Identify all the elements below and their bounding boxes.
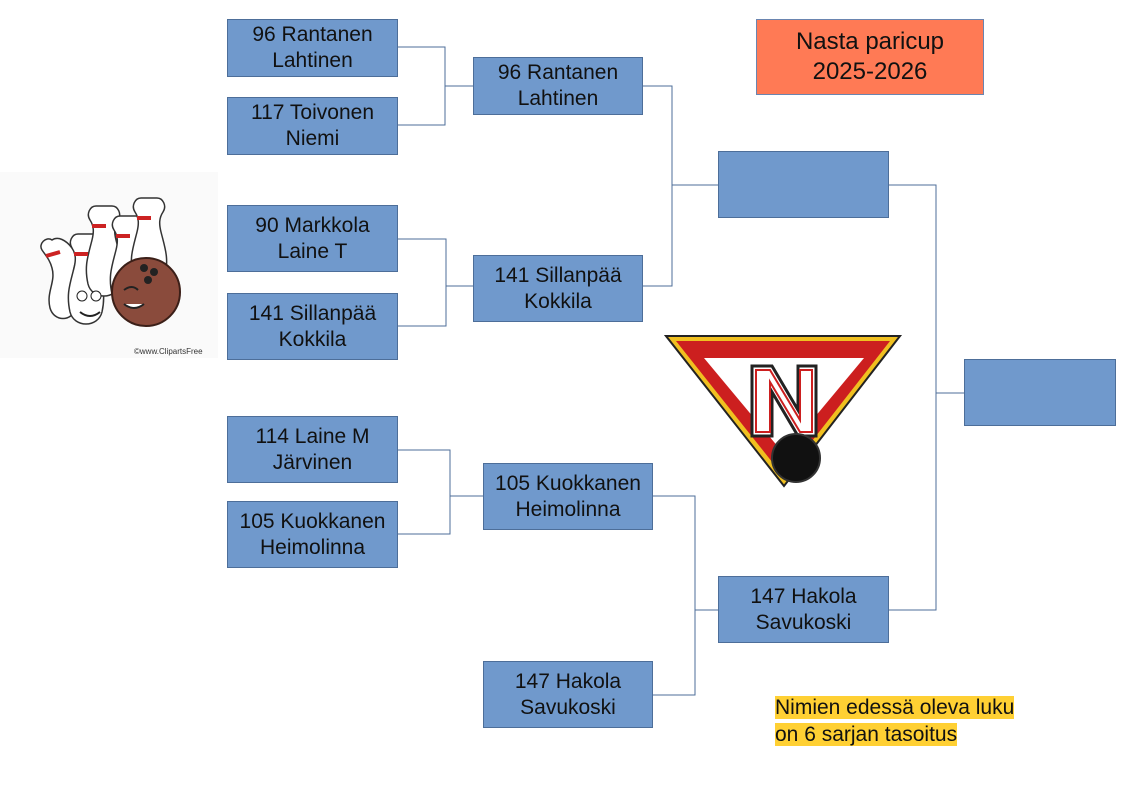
semifinal-match-1	[718, 151, 889, 218]
round2-match-3: 105 Kuokkanen Heimolinna	[483, 463, 653, 530]
team-number-name: 96 Rantanen	[252, 23, 373, 46]
nasta-n-logo-icon	[663, 335, 903, 488]
final-match	[964, 359, 1116, 426]
team-partner-name: Lahtinen	[517, 87, 599, 110]
note-line-2: on 6 sarjan tasoitus	[775, 723, 958, 746]
semifinal-match-2: 147 Hakola Savukoski	[718, 576, 889, 643]
handicap-note: Nimien edessä oleva luku on 6 sarjan tas…	[775, 694, 1015, 748]
team-number-name: 105 Kuokkanen	[239, 509, 386, 533]
round2-match-1: 96 Rantanen Lahtinen	[473, 57, 643, 115]
round1-match-5: 114 Laine M Järvinen	[227, 416, 398, 483]
round2-match-2: 141 Sillanpää Kokkila	[473, 255, 643, 322]
round2-match-4: 147 Hakola Savukoski	[483, 661, 653, 728]
bowling-pins-and-ball-icon: ©www.ClipartsFree	[40, 197, 203, 356]
team-number-name: 90 Markkola	[255, 213, 370, 237]
note-line-1: Nimien edessä oleva luku	[775, 696, 1015, 719]
team-number-name: 141 Sillanpää	[248, 301, 377, 325]
round1-match-3: 90 Markkola Laine T	[227, 205, 398, 272]
title-line-1: Nasta paricup	[795, 28, 945, 55]
team-number-name: 147 Hakola	[514, 669, 622, 693]
team-partner-name: Heimolinna	[515, 497, 621, 521]
team-partner-name: Savukoski	[520, 695, 616, 719]
title-line-2: 2025-2026	[812, 58, 928, 85]
team-partner-name: Laine T	[277, 239, 348, 263]
team-number-name: 96 Rantanen	[497, 61, 619, 84]
bowling-clipart: ©www.ClipartsFree	[0, 172, 218, 358]
nasta-logo	[663, 334, 904, 499]
round1-match-1: 96 Rantanen Lahtinen	[227, 19, 398, 77]
team-number-name: 105 Kuokkanen	[495, 471, 641, 495]
team-number-name: 117 Toivonen	[251, 101, 374, 124]
round1-match-6: 105 Kuokkanen Heimolinna	[227, 501, 398, 568]
round1-match-2: 117 Toivonen Niemi	[227, 97, 398, 155]
team-number-name: 141 Sillanpää	[494, 263, 622, 287]
team-partner-name: Järvinen	[272, 450, 353, 474]
tournament-title: Nasta paricup 2025-2026	[756, 19, 984, 95]
team-number-name: 147 Hakola	[750, 584, 857, 608]
team-partner-name: Niemi	[285, 127, 340, 150]
round1-match-4: 141 Sillanpää Kokkila	[227, 293, 398, 360]
clipart-credit: ©www.ClipartsFree	[134, 347, 203, 356]
team-partner-name: Kokkila	[278, 327, 347, 351]
team-partner-name: Kokkila	[524, 289, 592, 313]
team-partner-name: Heimolinna	[259, 535, 366, 559]
team-number-name: 114 Laine M	[255, 424, 370, 448]
team-partner-name: Savukoski	[755, 610, 852, 634]
team-partner-name: Lahtinen	[272, 49, 353, 72]
